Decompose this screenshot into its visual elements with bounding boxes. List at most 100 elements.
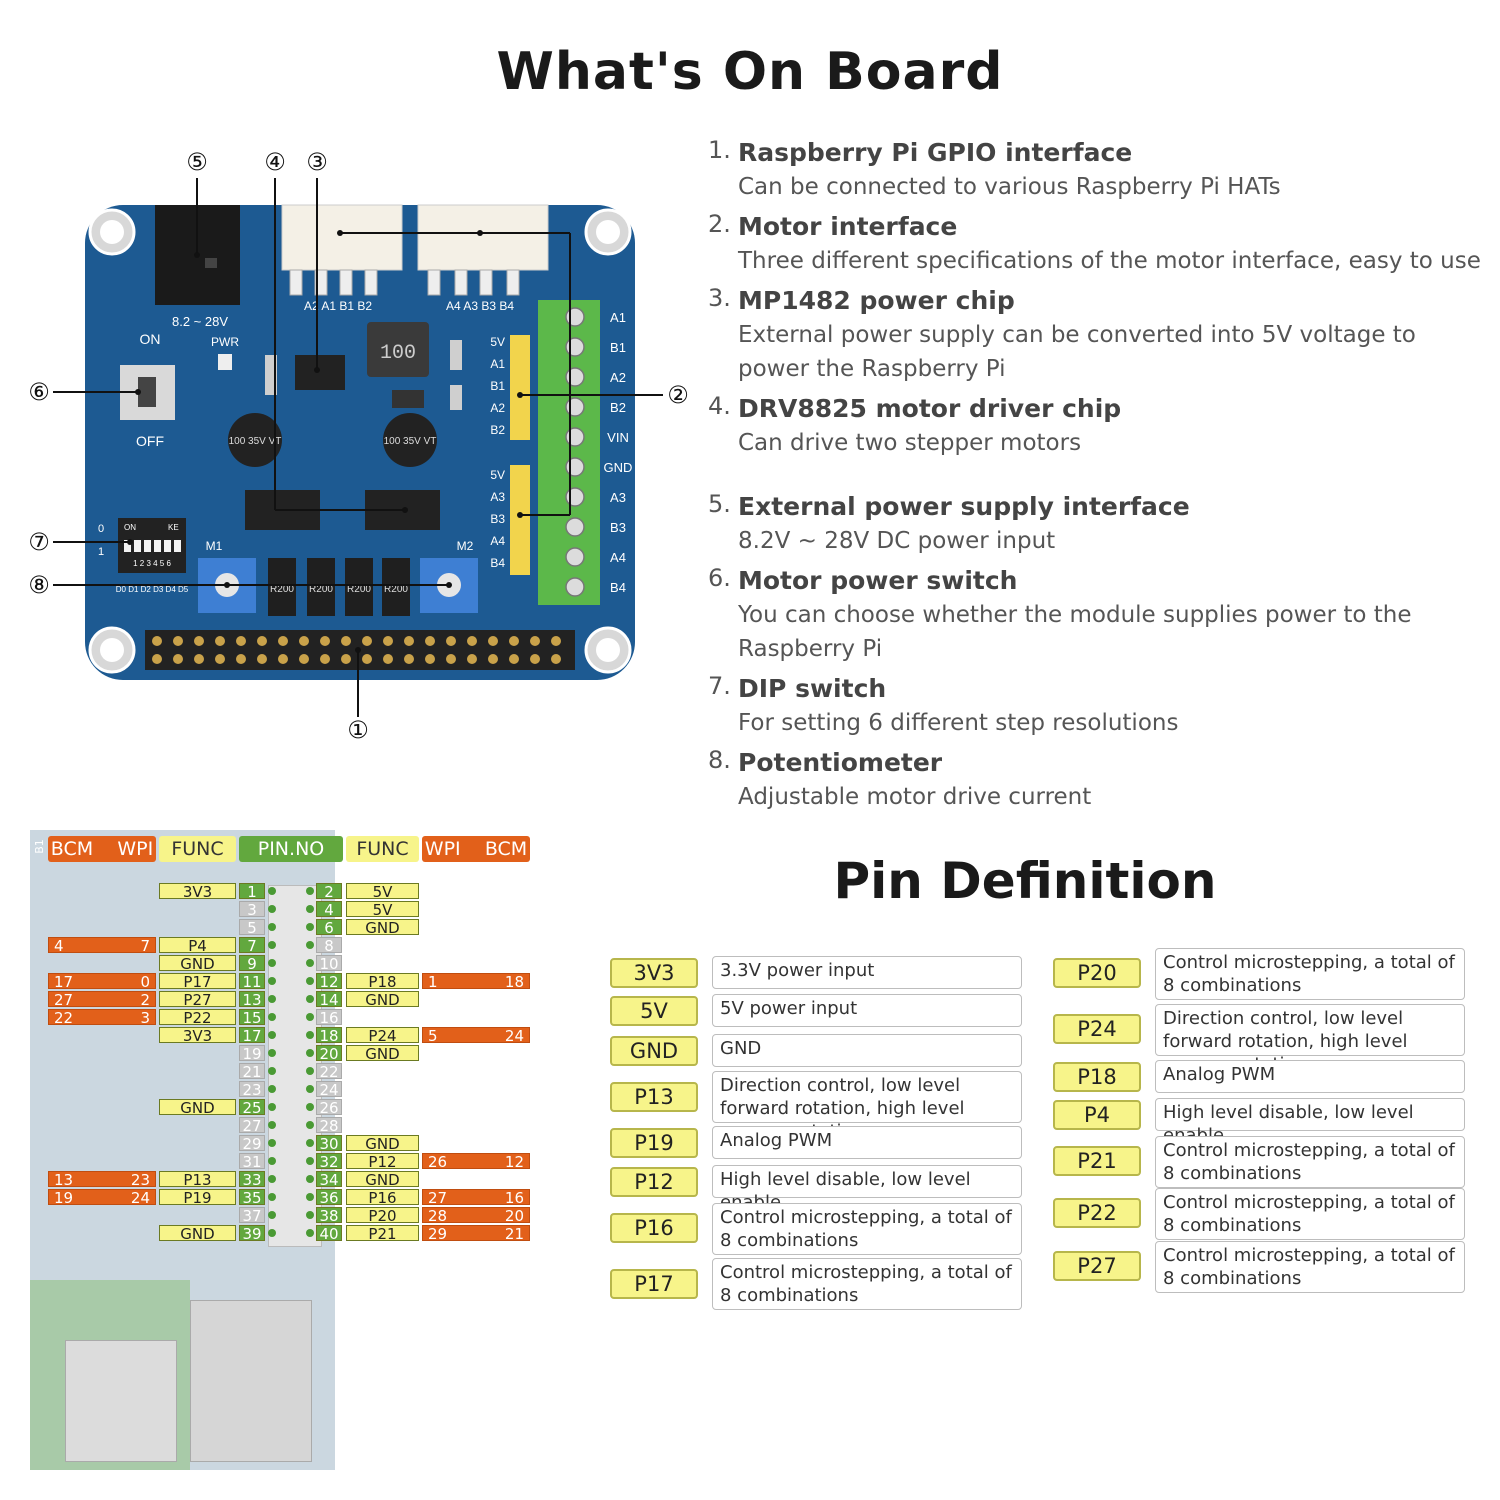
right-func: P20 [346, 1207, 419, 1224]
pin-dot [268, 959, 276, 967]
pin-dot [268, 941, 276, 949]
header-label: 5V [490, 335, 505, 349]
feature-title: External power supply interface [738, 492, 1190, 521]
pin-dot [268, 1193, 276, 1201]
right-func: GND [346, 991, 419, 1008]
ethernet-port [190, 1300, 312, 1462]
pin-dot [268, 1229, 276, 1237]
feature-desc: For setting 6 different step resolutions [738, 710, 1179, 736]
pin-number: 24 [316, 1081, 342, 1098]
pin-dot [268, 1085, 276, 1093]
right-func: P24 [346, 1027, 419, 1044]
bcm-value: 4 [54, 937, 64, 955]
pin-number: 1 [239, 883, 265, 900]
pin-number: 31 [239, 1153, 265, 1170]
pin-badge: 3V3 [610, 958, 698, 988]
pin-number: 10 [316, 955, 342, 972]
pin-number: 12 [316, 973, 342, 990]
pin-dot [306, 1031, 314, 1039]
pin-dot [306, 1067, 314, 1075]
callout-1: ① [347, 716, 369, 744]
gpio-pin [530, 654, 540, 664]
page-title: What's On Board [496, 42, 1004, 102]
gpio-pin [446, 636, 456, 646]
header-label: B3 [490, 512, 505, 526]
wpi-value: 1 [428, 973, 438, 991]
pin-number: 22 [316, 1063, 342, 1080]
gpio-pin [173, 636, 183, 646]
gpio-pin [320, 636, 330, 646]
pin-dot [306, 1175, 314, 1183]
m1-label: M1 [206, 539, 223, 553]
feature-title: Potentiometer [738, 748, 943, 777]
mounting-holes [88, 208, 632, 674]
feature-desc: Can drive two stepper motors [738, 430, 1082, 456]
gpio-pin [509, 654, 519, 664]
right-func: GND [346, 1135, 419, 1152]
gpio-pin [341, 654, 351, 664]
pin-description: High level disable, low level enable [712, 1165, 1022, 1213]
pin-description: GND [712, 1034, 1022, 1067]
pin-dot [306, 995, 314, 1003]
pin-dot [268, 905, 276, 913]
gpio-pin [215, 636, 225, 646]
gpio-pin [362, 654, 372, 664]
callout-5: ⑤ [186, 148, 208, 176]
pin-dot [306, 941, 314, 949]
gpio-pin [551, 636, 561, 646]
left-func: P19 [159, 1189, 236, 1206]
pin-number: 30 [316, 1135, 342, 1152]
bcm-value: 24 [504, 1027, 524, 1045]
gpio-pin [320, 654, 330, 664]
pin-dot [268, 1049, 276, 1057]
header-label: B4 [490, 556, 505, 570]
bcm-value: 22 [54, 1009, 74, 1027]
pin-number: 5 [239, 919, 265, 936]
pin-description: Control microstepping, a total of 8 comb… [1155, 1188, 1465, 1240]
left-func: GND [159, 1225, 236, 1242]
motor-connector-2 [417, 204, 549, 271]
gpio-pin [467, 654, 477, 664]
callout-3: ③ [306, 148, 328, 176]
gpio-pin [404, 636, 414, 646]
pin-dot [268, 1121, 276, 1129]
pin-number: 23 [239, 1081, 265, 1098]
pin-description: Direction control, low level forward rot… [1155, 1004, 1465, 1075]
header-label: B2 [490, 423, 505, 437]
gpio-pin [152, 636, 162, 646]
left-func: P4 [159, 937, 236, 954]
pin-number: 39 [239, 1225, 265, 1242]
right-func: P21 [346, 1225, 419, 1242]
left-func: 3V3 [159, 1027, 236, 1044]
power-range-label: 8.2 ~ 28V [172, 314, 228, 329]
left-func: 3V3 [159, 883, 236, 900]
wpi-value: 27 [428, 1189, 448, 1207]
feature-title: MP1482 power chip [738, 286, 1015, 315]
right-func: GND [346, 1171, 419, 1188]
dip-numbers: 1 2 3 4 5 6 [133, 559, 171, 568]
pin-badge: GND [610, 1036, 698, 1066]
feature-desc: External power supply can be converted i… [738, 322, 1416, 382]
pin-number: 11 [239, 973, 265, 990]
resistor-label: R200 [270, 584, 294, 595]
callout-7: ⑦ [28, 528, 50, 556]
pin-dot [306, 905, 314, 913]
gpio-pin [173, 654, 183, 664]
pin-badge: P24 [1053, 1014, 1141, 1044]
callout-2: ② [667, 381, 689, 409]
dip-on-label: ON [124, 523, 136, 532]
pin-number: 26 [316, 1099, 342, 1116]
right-func: P18 [346, 973, 419, 990]
pin-badge: P13 [610, 1082, 698, 1112]
left-func: P22 [159, 1009, 236, 1026]
pin-number: 27 [239, 1117, 265, 1134]
pin-number: 32 [316, 1153, 342, 1170]
pin-dot [268, 1175, 276, 1183]
pin-header-2 [510, 465, 530, 575]
pin-dot [268, 1067, 276, 1075]
